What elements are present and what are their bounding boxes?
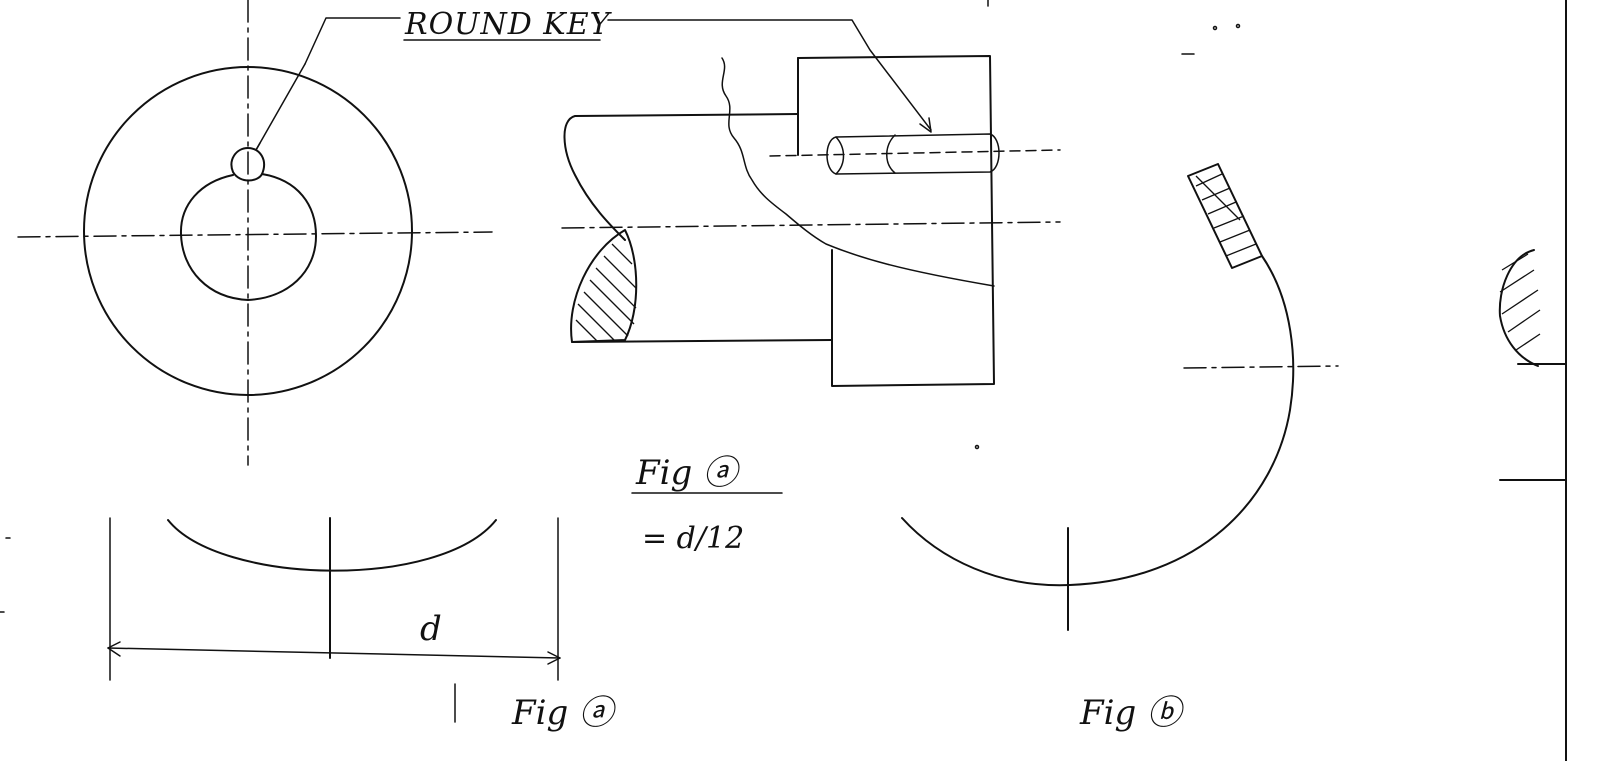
fig-b-label: Fig ⓑ bbox=[1079, 693, 1186, 733]
fig-b-view bbox=[901, 53, 1339, 631]
shaft-section-hatch bbox=[570, 229, 638, 343]
side-view bbox=[561, 55, 1061, 387]
half-dimension-label: = d/12 bbox=[642, 521, 744, 556]
key-side-outline bbox=[826, 133, 1000, 175]
fig-b-centerline bbox=[1183, 365, 1339, 369]
hatch-lines-a bbox=[575, 243, 637, 343]
lower-arc-left bbox=[167, 519, 497, 572]
shaft-outline bbox=[563, 113, 799, 241]
end-view bbox=[17, 0, 493, 466]
fig-a-title: Fig ⓐ bbox=[635, 453, 742, 493]
horizontal-centerline bbox=[17, 231, 493, 238]
side-centerline bbox=[561, 221, 1061, 229]
dimension-line bbox=[107, 647, 561, 659]
round-key-leader bbox=[249, 17, 932, 151]
fig-b-arc bbox=[901, 255, 1295, 587]
shaft-circle bbox=[179, 173, 317, 301]
dimension-d-label: d bbox=[420, 609, 442, 649]
lower-left-view bbox=[107, 517, 561, 723]
hub-outline bbox=[797, 55, 995, 387]
break-line bbox=[721, 57, 995, 287]
round-key-label: ROUND KEY bbox=[404, 7, 613, 42]
fig-b-hatch bbox=[1195, 173, 1257, 257]
fig-a-bottom-label: Fig ⓐ bbox=[511, 693, 618, 733]
edge-partial-section bbox=[1498, 0, 1567, 761]
stray-marks bbox=[0, 0, 1241, 613]
fig-b-key-block bbox=[1187, 163, 1263, 269]
